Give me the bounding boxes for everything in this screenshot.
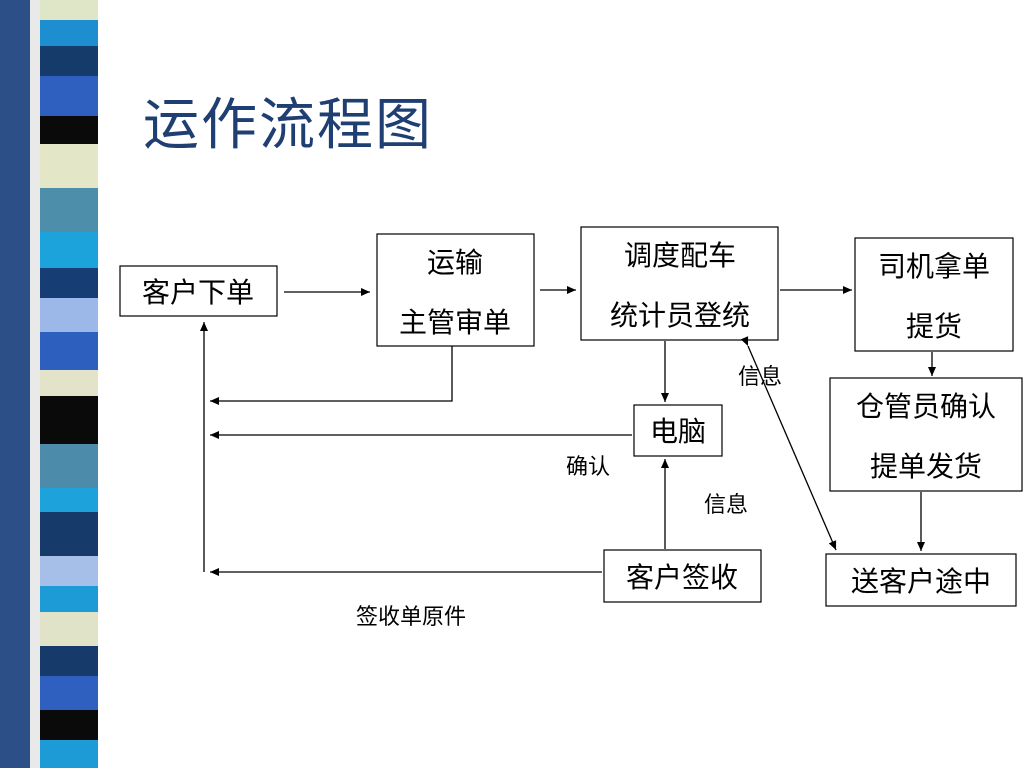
- node-computer-label: 电脑: [650, 415, 706, 448]
- node-in-transit: 送客户途中: [825, 553, 1017, 607]
- node-warehouse-confirm-line1: 仓管员确认: [856, 390, 996, 423]
- node-driver-pickup: 司机拿单 提货: [854, 237, 1014, 352]
- decorative-stripe: [0, 0, 118, 768]
- label-info-sign: 信息: [704, 493, 748, 518]
- node-transport-review: 运输 主管审单: [376, 233, 535, 347]
- node-customer-order: 客户下单: [119, 265, 278, 317]
- edge-dispatch-transit-info: [740, 336, 837, 551]
- node-warehouse-confirm-line2: 提单发货: [870, 450, 982, 483]
- node-dispatch-line1: 调度配车: [624, 239, 736, 272]
- node-customer-sign-label: 客户签收: [626, 561, 738, 594]
- node-computer: 电脑: [633, 404, 723, 457]
- node-dispatch-line2: 统计员登统: [610, 299, 750, 332]
- node-customer-sign: 客户签收: [603, 549, 762, 603]
- label-signed-original: 签收单原件: [356, 605, 466, 630]
- node-driver-pickup-line2: 提货: [906, 310, 962, 343]
- node-in-transit-label: 送客户途中: [851, 565, 991, 598]
- node-dispatch: 调度配车 统计员登统: [580, 226, 779, 341]
- label-info-dispatch: 信息: [738, 365, 782, 390]
- node-transport-review-line2: 主管审单: [399, 306, 511, 339]
- label-confirm: 确认: [566, 455, 610, 480]
- node-transport-review-line1: 运输: [427, 246, 483, 279]
- node-driver-pickup-line1: 司机拿单: [878, 250, 990, 283]
- edge-review-feedback: [210, 346, 453, 405]
- node-customer-order-label: 客户下单: [142, 276, 254, 309]
- slide-title: 运作流程图: [143, 93, 433, 158]
- node-warehouse-confirm: 仓管员确认 提单发货: [829, 377, 1023, 492]
